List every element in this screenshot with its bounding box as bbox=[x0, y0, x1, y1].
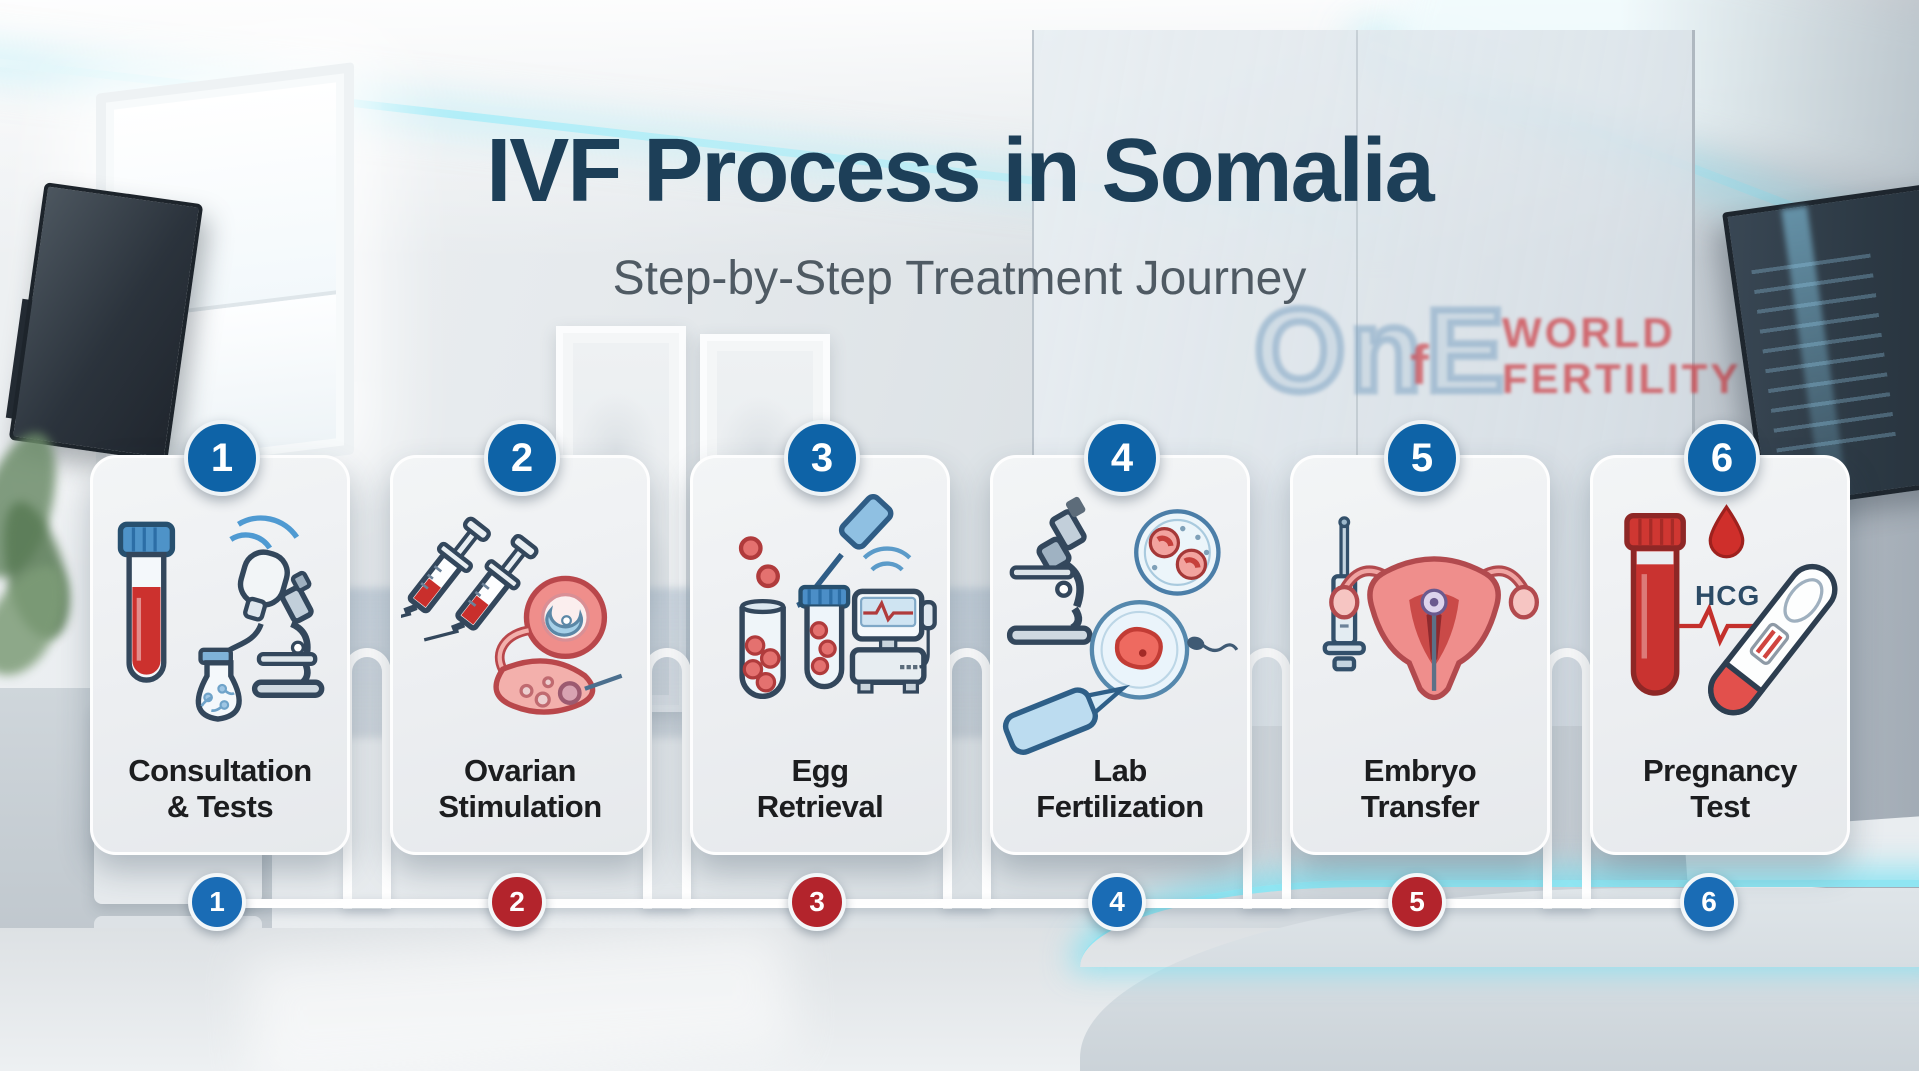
logo-accent-letter: f bbox=[1410, 333, 1429, 396]
icsi-egg-icon bbox=[1089, 600, 1190, 700]
step-label: Consultation & Tests bbox=[128, 752, 312, 825]
microscope-icon bbox=[1006, 496, 1093, 645]
ovarian-stimulation-icon bbox=[401, 492, 623, 715]
desk-led-glow bbox=[1080, 880, 1919, 967]
ultrasound-monitor-icon bbox=[849, 546, 937, 694]
egg-retrieval-icon bbox=[738, 493, 937, 700]
sperm-icon bbox=[1187, 636, 1239, 652]
step-card-egg-retrieval: 3 bbox=[690, 420, 950, 855]
blood-drop-icon bbox=[1708, 504, 1745, 559]
step-card-embryo-transfer: 5 bbox=[1290, 420, 1550, 855]
blood-tube-icon bbox=[1624, 512, 1686, 696]
logo-mark: OnE bbox=[1251, 285, 1509, 417]
microscope-icon bbox=[251, 570, 325, 698]
step-number-badge: 6 bbox=[1684, 420, 1760, 496]
step-card-lab-fertilization: 4 bbox=[990, 420, 1250, 855]
uterus-icon bbox=[1329, 556, 1539, 701]
blood-tube-icon bbox=[117, 521, 176, 683]
step-number-badge: 5 bbox=[1384, 420, 1460, 496]
pregnancy-test-stick-icon bbox=[1708, 563, 1838, 716]
specimen-flask-icon bbox=[195, 647, 242, 722]
timeline-marker: 3 bbox=[788, 873, 846, 931]
ovary-icon bbox=[493, 575, 623, 715]
connector-line bbox=[643, 648, 691, 909]
step-number-badge: 2 bbox=[484, 420, 560, 496]
step-number-badge: 3 bbox=[784, 420, 860, 496]
pipette-icon bbox=[1002, 684, 1131, 755]
timeline-line bbox=[217, 899, 1709, 908]
heartbeat-line-icon bbox=[1678, 603, 1756, 647]
step-label: Lab Fertilization bbox=[1036, 752, 1204, 825]
step-card-consultation-tests: 1 bbox=[90, 420, 350, 855]
timeline-marker: 6 bbox=[1680, 873, 1738, 931]
logo-wordmark: WORLD FERTILITY bbox=[1502, 309, 1742, 403]
connector-line bbox=[1543, 648, 1591, 909]
timeline-marker: 4 bbox=[1088, 873, 1146, 931]
step-label: Embryo Transfer bbox=[1360, 752, 1480, 825]
timeline-marker: 5 bbox=[1388, 873, 1446, 931]
page-subtitle: Step-by-Step Treatment Journey bbox=[612, 252, 1307, 305]
step-number-badge: 1 bbox=[184, 420, 260, 496]
ultrasound-probe-icon bbox=[213, 515, 300, 668]
step-card-ovarian-stimulation: 2 bbox=[390, 420, 650, 855]
header: IVF Process in Somalia Step-by-Step Trea… bbox=[0, 122, 1919, 306]
hcg-label: HCG bbox=[1695, 580, 1761, 611]
glass-seam bbox=[1356, 30, 1359, 726]
pregnancy-test-icon bbox=[1624, 504, 1838, 716]
embryo-transfer-icon bbox=[1322, 516, 1539, 701]
lab-fertilization-icon bbox=[1002, 496, 1239, 755]
syringe-icon bbox=[401, 512, 495, 647]
one-world-fertility-logo: OnE f WORLD FERTILITY bbox=[1251, 289, 1739, 414]
petri-dish-icon bbox=[1134, 509, 1221, 596]
timeline-marker: 1 bbox=[188, 873, 246, 931]
step-label: Ovarian Stimulation bbox=[438, 752, 602, 825]
egg-cell-icon bbox=[756, 564, 780, 589]
step-card-pregnancy-test: 6 HCG Pregnancy Test bbox=[1590, 420, 1850, 855]
timeline-marker: 2 bbox=[488, 873, 546, 931]
step-label: Egg Retrieval bbox=[756, 752, 884, 825]
page-title: IVF Process in Somalia bbox=[486, 121, 1434, 221]
open-test-tube-icon bbox=[739, 598, 786, 700]
connector-line bbox=[1243, 648, 1291, 909]
connector-line bbox=[343, 648, 391, 909]
consultation-tests-icon bbox=[117, 515, 325, 722]
step-label: Pregnancy Test bbox=[1642, 752, 1798, 825]
step-number-badge: 4 bbox=[1084, 420, 1160, 496]
egg-cell-icon bbox=[738, 536, 763, 561]
capped-tube-icon bbox=[798, 584, 851, 690]
connector-line bbox=[943, 648, 991, 909]
